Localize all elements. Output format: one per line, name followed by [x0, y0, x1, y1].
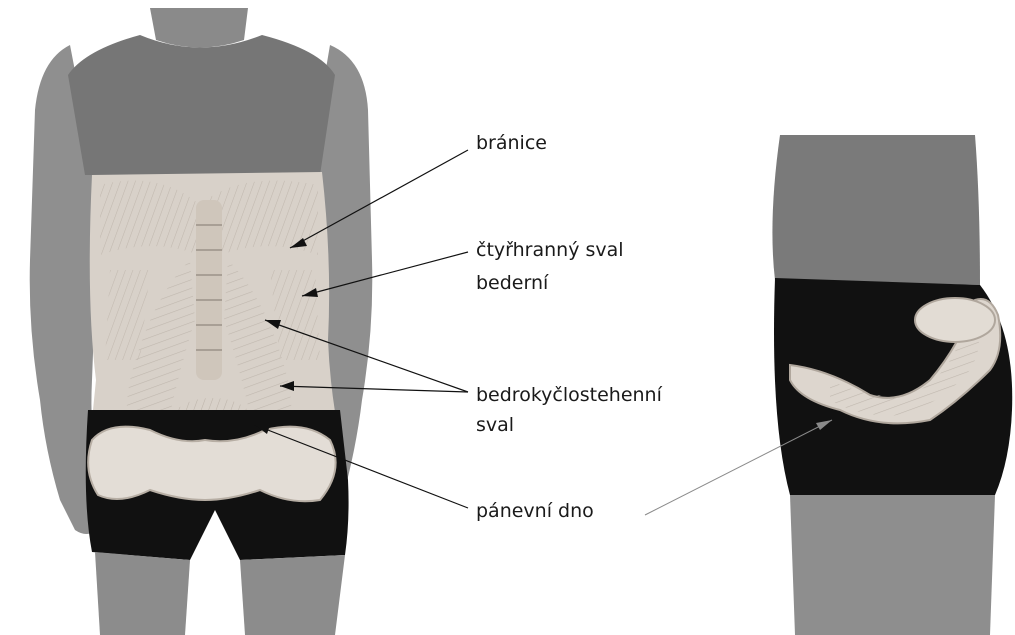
label-pelvic-floor: pánevní dno [476, 498, 594, 525]
label-diaphragm: bránice [476, 130, 547, 157]
label-quadratus-line2: bederní [476, 270, 548, 297]
front-neck [150, 8, 248, 48]
front-halter-top [68, 35, 335, 175]
front-spine [196, 200, 222, 380]
side-iliac-crest [915, 298, 995, 342]
side-top [772, 135, 980, 285]
side-leg [790, 495, 995, 635]
label-iliopsoas-line2: sval [476, 412, 514, 439]
front-left-leg [95, 552, 190, 635]
label-quadratus-line1: čtyřhranný sval [476, 237, 624, 264]
front-right-leg [240, 555, 345, 635]
label-iliopsoas-line1: bedrokyčlostehenní [476, 382, 662, 409]
